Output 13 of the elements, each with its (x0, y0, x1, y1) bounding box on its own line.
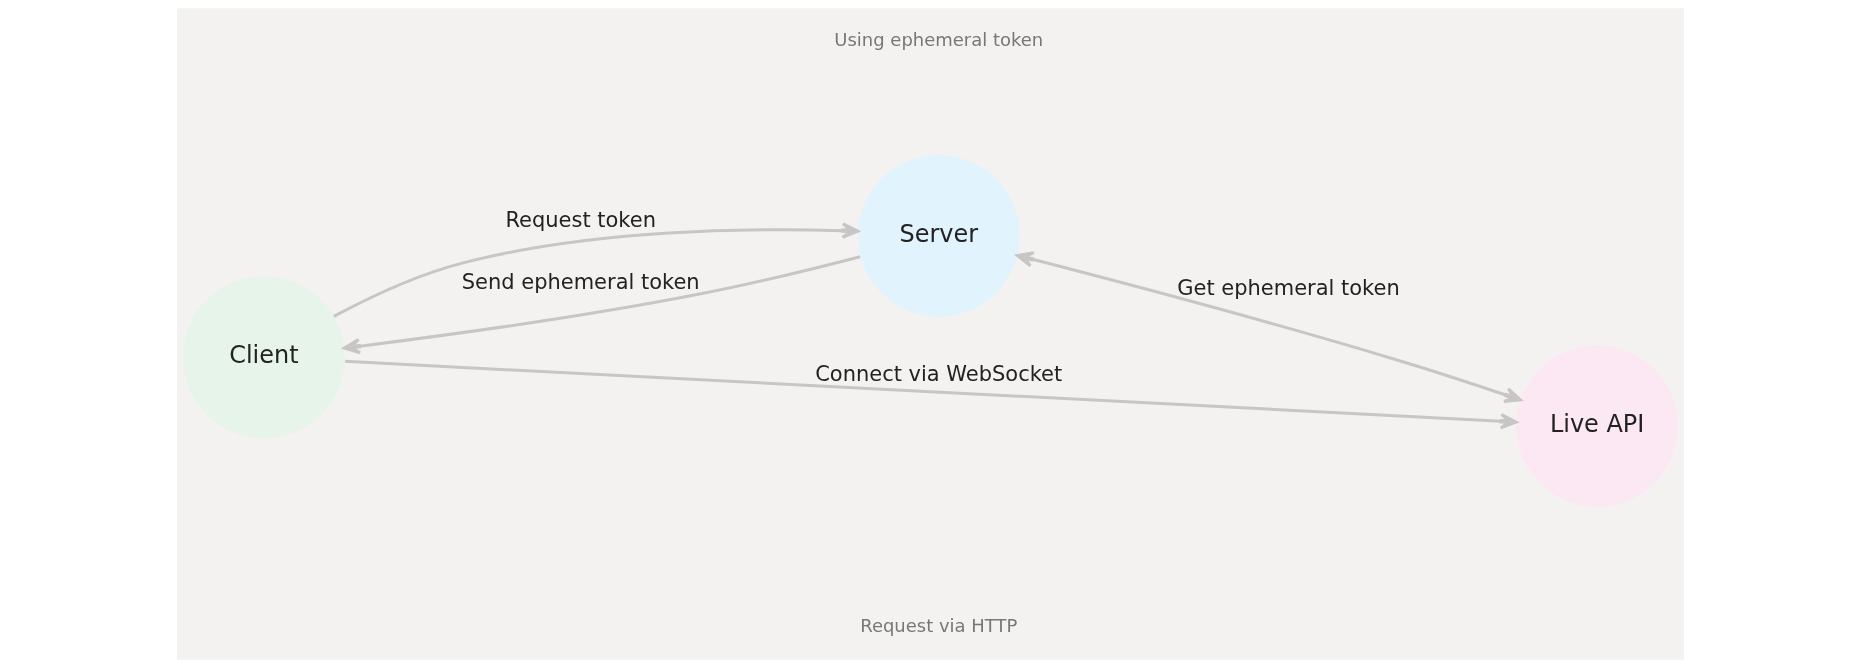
arrow (1015, 251, 1522, 403)
arrow (342, 255, 861, 355)
arrow (332, 222, 859, 318)
label: Using ephemeral token (833, 28, 1043, 50)
edge-label: Get ephemeral token (1176, 275, 1400, 300)
arrow (344, 359, 1518, 430)
edge-label: Send ephemeral token (461, 269, 700, 294)
node-circle: Server (857, 155, 1020, 317)
label: Request via HTTP (859, 614, 1017, 636)
edge-label: Request token (504, 208, 656, 233)
node-circle: Live API (1515, 345, 1678, 507)
edge-label: Connect via WebSocket (814, 362, 1062, 387)
node-circle: Client (182, 276, 345, 439)
